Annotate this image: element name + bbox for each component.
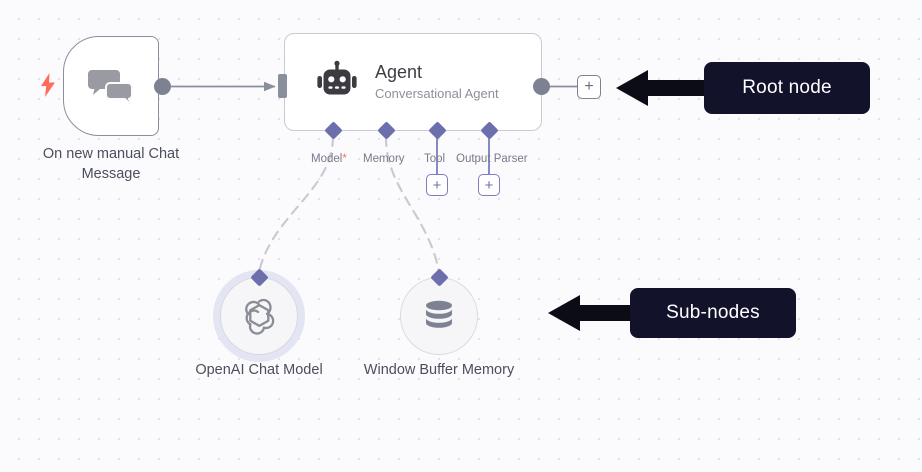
root-node-arrow-icon xyxy=(616,70,704,106)
node-openai-chat-model[interactable] xyxy=(220,277,298,355)
agent-text-block: Agent Conversational Agent xyxy=(375,62,499,102)
connector-label-memory: Memory xyxy=(363,153,405,165)
agent-title: Agent xyxy=(375,62,423,82)
connector-label-model-text: Model xyxy=(311,153,343,165)
robot-icon xyxy=(317,60,357,95)
node-label-trigger: On new manual Chat Message xyxy=(42,146,180,182)
connector-label-output-parser: Output Parser xyxy=(456,153,528,165)
openai-logo-icon xyxy=(245,298,275,335)
node-window-buffer-memory[interactable] xyxy=(400,277,478,355)
lightning-bolt-icon xyxy=(41,73,55,97)
connector-label-model: Model* xyxy=(311,152,347,166)
sub-nodes-arrow-icon xyxy=(548,295,630,331)
connector-label-tool: Tool xyxy=(424,153,446,165)
database-stack-icon xyxy=(426,300,452,328)
agent-output-port[interactable] xyxy=(533,78,550,95)
node-label-openai-chat-model: OpenAI Chat Model xyxy=(195,362,323,378)
annotation-badge-sub-nodes: Sub-nodes xyxy=(630,288,796,338)
agent-input-port[interactable] xyxy=(278,74,287,98)
required-asterisk-model: * xyxy=(342,153,347,165)
trigger-output-port[interactable] xyxy=(154,78,171,95)
chat-bubbles-icon xyxy=(88,70,133,105)
connection-model-to-openai xyxy=(257,135,335,274)
node-label-window-buffer-memory: Window Buffer Memory xyxy=(363,362,515,378)
node-on-new-manual-chat-message[interactable] xyxy=(63,36,159,136)
add-next-node-button[interactable]: + xyxy=(577,75,601,99)
add-output-parser-button[interactable]: + xyxy=(478,174,500,196)
connection-memory-to-window-buffer xyxy=(384,135,441,274)
add-tool-button[interactable]: + xyxy=(426,174,448,196)
node-agent[interactable]: Agent Conversational Agent xyxy=(284,33,542,131)
agent-subtitle: Conversational Agent xyxy=(375,86,499,101)
annotation-badge-root-node: Root node xyxy=(704,62,870,114)
